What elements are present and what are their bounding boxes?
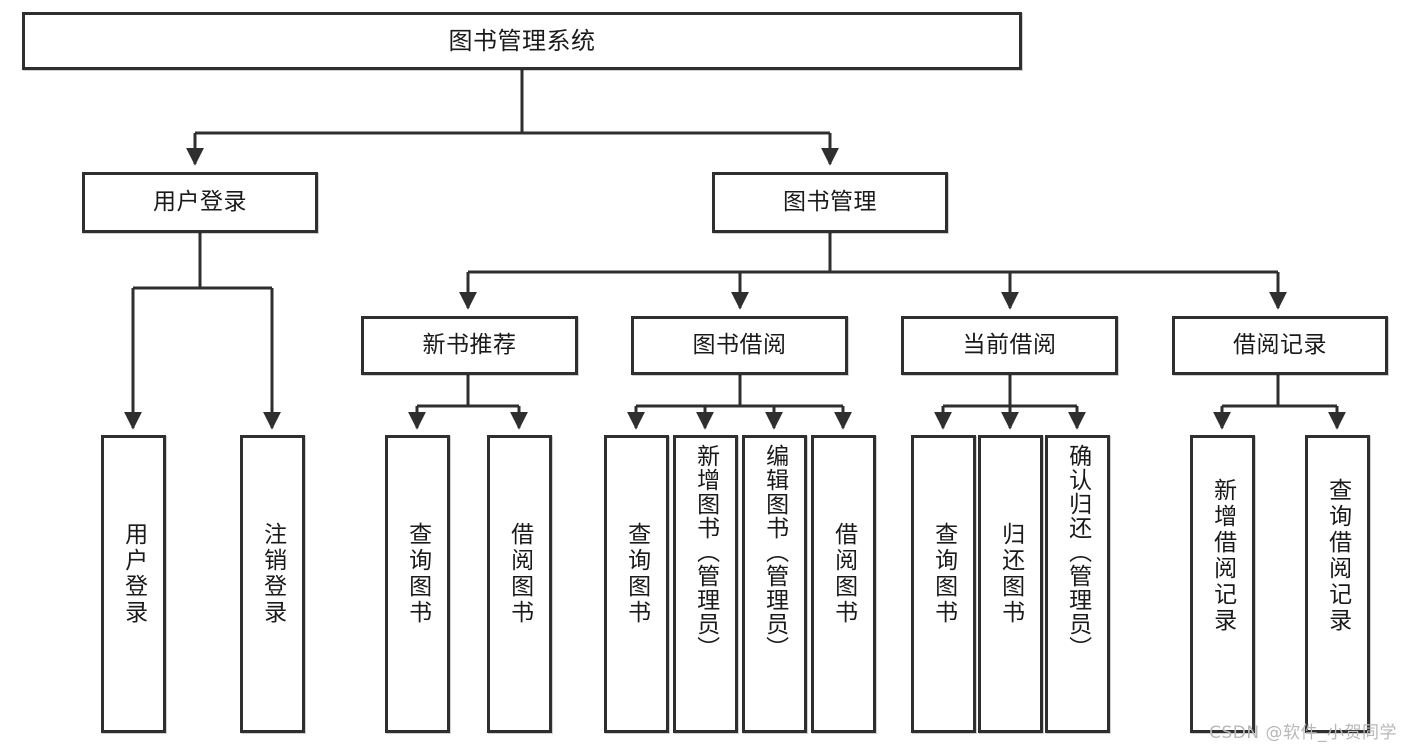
leaf-user-login-label: 用户登录	[120, 522, 147, 626]
leaf-query-borrow-record[interactable]: 查询借阅记录	[1305, 435, 1370, 733]
leaf-add-book[interactable]: 新增图书（管理员）	[673, 435, 738, 733]
node-book-borrow[interactable]: 图书借阅	[631, 316, 848, 375]
leaf-query-book-3-label: 查询图书	[930, 522, 957, 626]
leaf-borrow-book-2[interactable]: 借阅图书	[811, 435, 876, 733]
leaf-borrow-book-1-label: 借阅图书	[506, 522, 533, 626]
node-book-manage[interactable]: 图书管理	[712, 172, 948, 233]
csdn-watermark: CSDN @软件_小贺同学	[1209, 723, 1397, 743]
leaf-user-logout[interactable]: 注销登录	[240, 435, 305, 733]
node-book-manage-label: 图书管理	[783, 188, 877, 215]
leaf-query-book-1-label: 查询图书	[404, 522, 431, 626]
node-current-borrow[interactable]: 当前借阅	[901, 316, 1118, 375]
leaf-return-book[interactable]: 归还图书	[978, 435, 1043, 733]
leaf-edit-book-label: 编辑图书（管理员）	[761, 444, 788, 660]
leaf-user-logout-label: 注销登录	[259, 522, 286, 626]
node-current-borrow-label: 当前借阅	[962, 331, 1057, 358]
leaf-confirm-return[interactable]: 确认归还（管理员）	[1045, 435, 1110, 733]
node-new-book-recommend-label: 新书推荐	[422, 331, 517, 358]
leaf-query-book-3[interactable]: 查询图书	[911, 435, 976, 733]
node-root-label: 图书管理系统	[448, 26, 596, 55]
leaf-edit-book[interactable]: 编辑图书（管理员）	[742, 435, 807, 733]
node-borrow-record-label: 借阅记录	[1233, 331, 1327, 358]
node-new-book-recommend[interactable]: 新书推荐	[361, 316, 578, 375]
leaf-return-book-label: 归还图书	[997, 522, 1024, 626]
node-book-borrow-label: 图书借阅	[692, 331, 787, 358]
leaf-query-borrow-record-label: 查询借阅记录	[1324, 478, 1351, 634]
node-borrow-record[interactable]: 借阅记录	[1172, 316, 1388, 375]
leaf-add-book-label: 新增图书（管理员）	[692, 444, 719, 660]
leaf-confirm-return-label: 确认归还（管理员）	[1064, 444, 1091, 660]
leaf-add-borrow-record[interactable]: 新增借阅记录	[1190, 435, 1255, 733]
node-root[interactable]: 图书管理系统	[22, 12, 1022, 70]
leaf-borrow-book-2-label: 借阅图书	[830, 522, 857, 626]
leaf-query-book-1[interactable]: 查询图书	[385, 435, 450, 733]
leaf-query-book-2[interactable]: 查询图书	[604, 435, 669, 733]
leaf-user-login[interactable]: 用户登录	[101, 435, 166, 733]
leaf-add-borrow-record-label: 新增借阅记录	[1209, 478, 1236, 634]
node-user-login[interactable]: 用户登录	[82, 172, 318, 233]
leaf-borrow-book-1[interactable]: 借阅图书	[487, 435, 552, 733]
node-user-login-label: 用户登录	[153, 188, 247, 215]
leaf-query-book-2-label: 查询图书	[623, 522, 650, 626]
